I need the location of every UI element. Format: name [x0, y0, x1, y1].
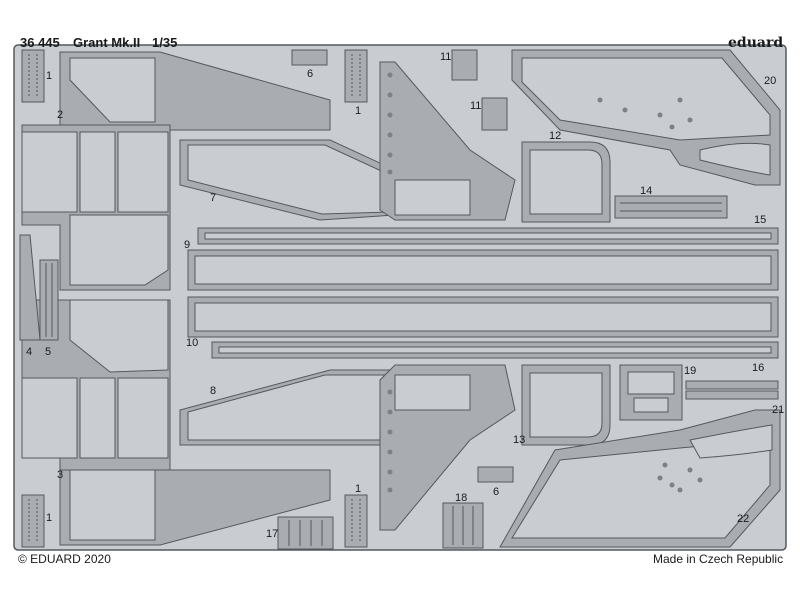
part-22-panel [499, 409, 781, 548]
part-label-7: 7 [210, 192, 217, 204]
part-label-10: 10 [186, 337, 199, 349]
part-8-fender-plate [179, 369, 396, 446]
part-1-ladder-center-top [344, 49, 368, 103]
part-20-panel [511, 49, 781, 186]
part-3-side-plate [21, 299, 331, 546]
product-scale: 1/35 [152, 35, 178, 50]
part-label-11-bottom: 11 [470, 100, 482, 112]
part-label-15: 15 [754, 214, 767, 226]
part-label-1-center-bottom: 1 [355, 483, 362, 495]
part-label-5: 5 [45, 346, 52, 358]
part-label-20: 20 [764, 75, 777, 87]
part-1-ladder-center-bottom [344, 494, 368, 548]
part-14-strip [614, 195, 728, 219]
part-label-1-bottom-left: 1 [46, 512, 53, 524]
part-label-8: 8 [210, 385, 217, 397]
part-label-6-top: 6 [307, 68, 314, 80]
part-12-frame [521, 141, 611, 223]
part-label-1-top-left: 1 [46, 70, 53, 82]
part-16-long-strip [211, 341, 779, 359]
product-name: Grant Mk.II [73, 35, 141, 50]
part-15-long-strip [197, 227, 779, 245]
lower-angled-plate [379, 364, 516, 531]
part-6-bracket-bottom [477, 466, 514, 483]
part-10-long-strip [187, 296, 779, 338]
part-label-11-top: 11 [440, 51, 452, 63]
rivet-holes [387, 72, 703, 493]
upper-angled-plate [379, 61, 516, 221]
part-11-top [451, 49, 478, 81]
part-label-12: 12 [549, 130, 562, 142]
part-label-6-bottom: 6 [493, 486, 500, 498]
part-6-bracket-top [291, 49, 328, 66]
part-label-1-center-top: 1 [355, 105, 362, 117]
origin-text: Made in Czech Republic [653, 552, 784, 566]
part-1-ladder-top-left [21, 49, 45, 103]
copyright-text: © EDUARD 2020 [18, 552, 111, 566]
part-label-17: 17 [266, 528, 279, 540]
part-label-3: 3 [57, 469, 64, 481]
part-17-grid [277, 516, 334, 550]
brand-logo: eduard [728, 35, 784, 51]
part-label-2: 2 [57, 109, 64, 121]
part-1-ladder-bottom-left [21, 494, 45, 548]
part-5-strip [39, 259, 59, 341]
part-label-9: 9 [184, 239, 191, 251]
product-code: 36 445 [20, 35, 60, 50]
part-label-14: 14 [640, 185, 653, 197]
part-label-16: 16 [752, 362, 765, 374]
part-9-long-strip [187, 249, 779, 291]
part-19-bracket [619, 364, 683, 421]
part-label-22: 22 [737, 513, 750, 525]
part-18-grid [442, 502, 484, 549]
part-label-13: 13 [513, 434, 526, 446]
part-11-bottom [481, 97, 508, 131]
part-2-side-plate [21, 51, 331, 291]
part-label-19: 19 [684, 365, 697, 377]
part-label-18: 18 [455, 492, 468, 504]
part-label-21: 21 [772, 404, 785, 416]
part-21-strips [685, 380, 779, 400]
part-label-4: 4 [26, 346, 33, 358]
part-13-frame [521, 364, 611, 446]
